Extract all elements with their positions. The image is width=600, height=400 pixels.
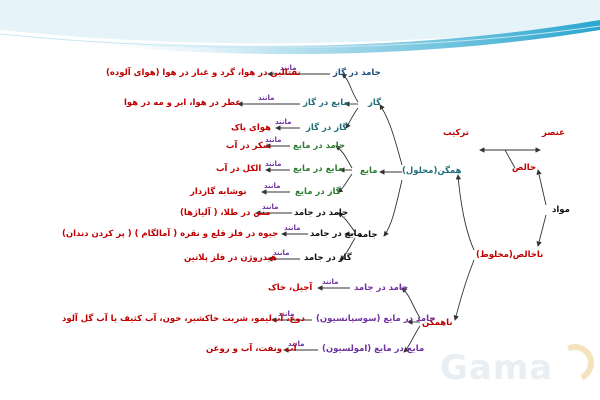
manand-label: مانند	[288, 340, 305, 348]
node-hamgen: همگن(محلول)	[402, 166, 462, 176]
manand-label: مانند	[278, 310, 295, 318]
watermark-logo: Gama	[440, 348, 554, 388]
node-jamed: جامد	[358, 230, 378, 240]
manand-label: مانند	[273, 249, 290, 257]
node-nahamgen: ناهمگن	[422, 318, 453, 328]
example-8: جیوه در فلز قلع و نقره ( آمالگام ) ( پر …	[62, 229, 279, 239]
sub-maye-in-gaz: مایع در گاز	[303, 98, 349, 108]
example-10: آجیل، خاک	[268, 283, 313, 293]
node-anasor: عنصر	[542, 128, 565, 138]
example-1: نفتالین در هوا، گرد و غبار در هوا (هوای …	[106, 68, 301, 78]
sub-het-emulsion: مایع در مایع (امولسیون)	[322, 344, 425, 354]
example-5: الکل در آب	[216, 164, 262, 174]
node-tarkib: ترکیب	[443, 128, 469, 138]
sub-jamed-in-maye: جامد در مایع	[293, 141, 346, 151]
sub-maye-in-jamed: مایع در جامد	[310, 229, 363, 239]
header-swoosh	[60, 20, 600, 55]
sub-het-suspension: جامد در مایع (سوسپانسیون)	[316, 314, 436, 324]
node-gaz: گاز	[368, 98, 382, 108]
example-12: آب ونفت، آب و روغن	[206, 344, 297, 354]
sub-jamed-in-jamed: جامد در جامد	[294, 208, 349, 218]
sub-gaz-in-gaz: گاز در گاز	[306, 123, 348, 133]
sub-gaz-in-jamed: گاز در جامد	[304, 253, 352, 263]
example-9: هیدروژن در فلز پلاتین	[184, 253, 278, 263]
example-7: مس در طلا، ( آلیاژها)	[180, 208, 271, 218]
manand-label: مانند	[262, 203, 279, 211]
manand-label: مانند	[265, 160, 282, 168]
sub-het-jamed-in-jamed: جامد در جامد	[354, 283, 409, 293]
manand-label: مانند	[275, 118, 292, 126]
example-4: شکر در آب	[226, 141, 272, 151]
example-11: دوغ، آب‌لیمو، شربت خاکشیر، خون، آب کثیف …	[62, 314, 305, 324]
manand-label: مانند	[322, 278, 339, 286]
manand-label: مانند	[280, 64, 297, 72]
header-swoosh-line	[0, 25, 600, 48]
node-maye: مایع	[360, 166, 378, 176]
manand-label: مانند	[264, 182, 281, 190]
manand-label: مانند	[284, 224, 301, 232]
manand-label: مانند	[258, 94, 275, 102]
header-swoosh-light	[0, 0, 600, 44]
connector-lines	[335, 73, 547, 353]
example-3: هوای پاک	[231, 123, 271, 133]
sub-gaz-in-maye: گاز در مایع	[295, 187, 341, 197]
sub-maye-in-maye: مایع در مایع	[293, 164, 344, 174]
manand-label: مانند	[265, 136, 282, 144]
example-2: عطر در هوا، ابر و مه در هوا	[124, 98, 242, 108]
node-mavad: مواد	[552, 205, 570, 215]
example-6: نوشابه گازدار	[190, 187, 247, 197]
sub-jamed-in-gaz: جامد در گاز	[333, 68, 381, 78]
node-nakhales: ناخالص(مخلوط)	[476, 250, 544, 260]
node-khales: خالص	[512, 163, 537, 173]
example-arrows	[237, 71, 350, 353]
